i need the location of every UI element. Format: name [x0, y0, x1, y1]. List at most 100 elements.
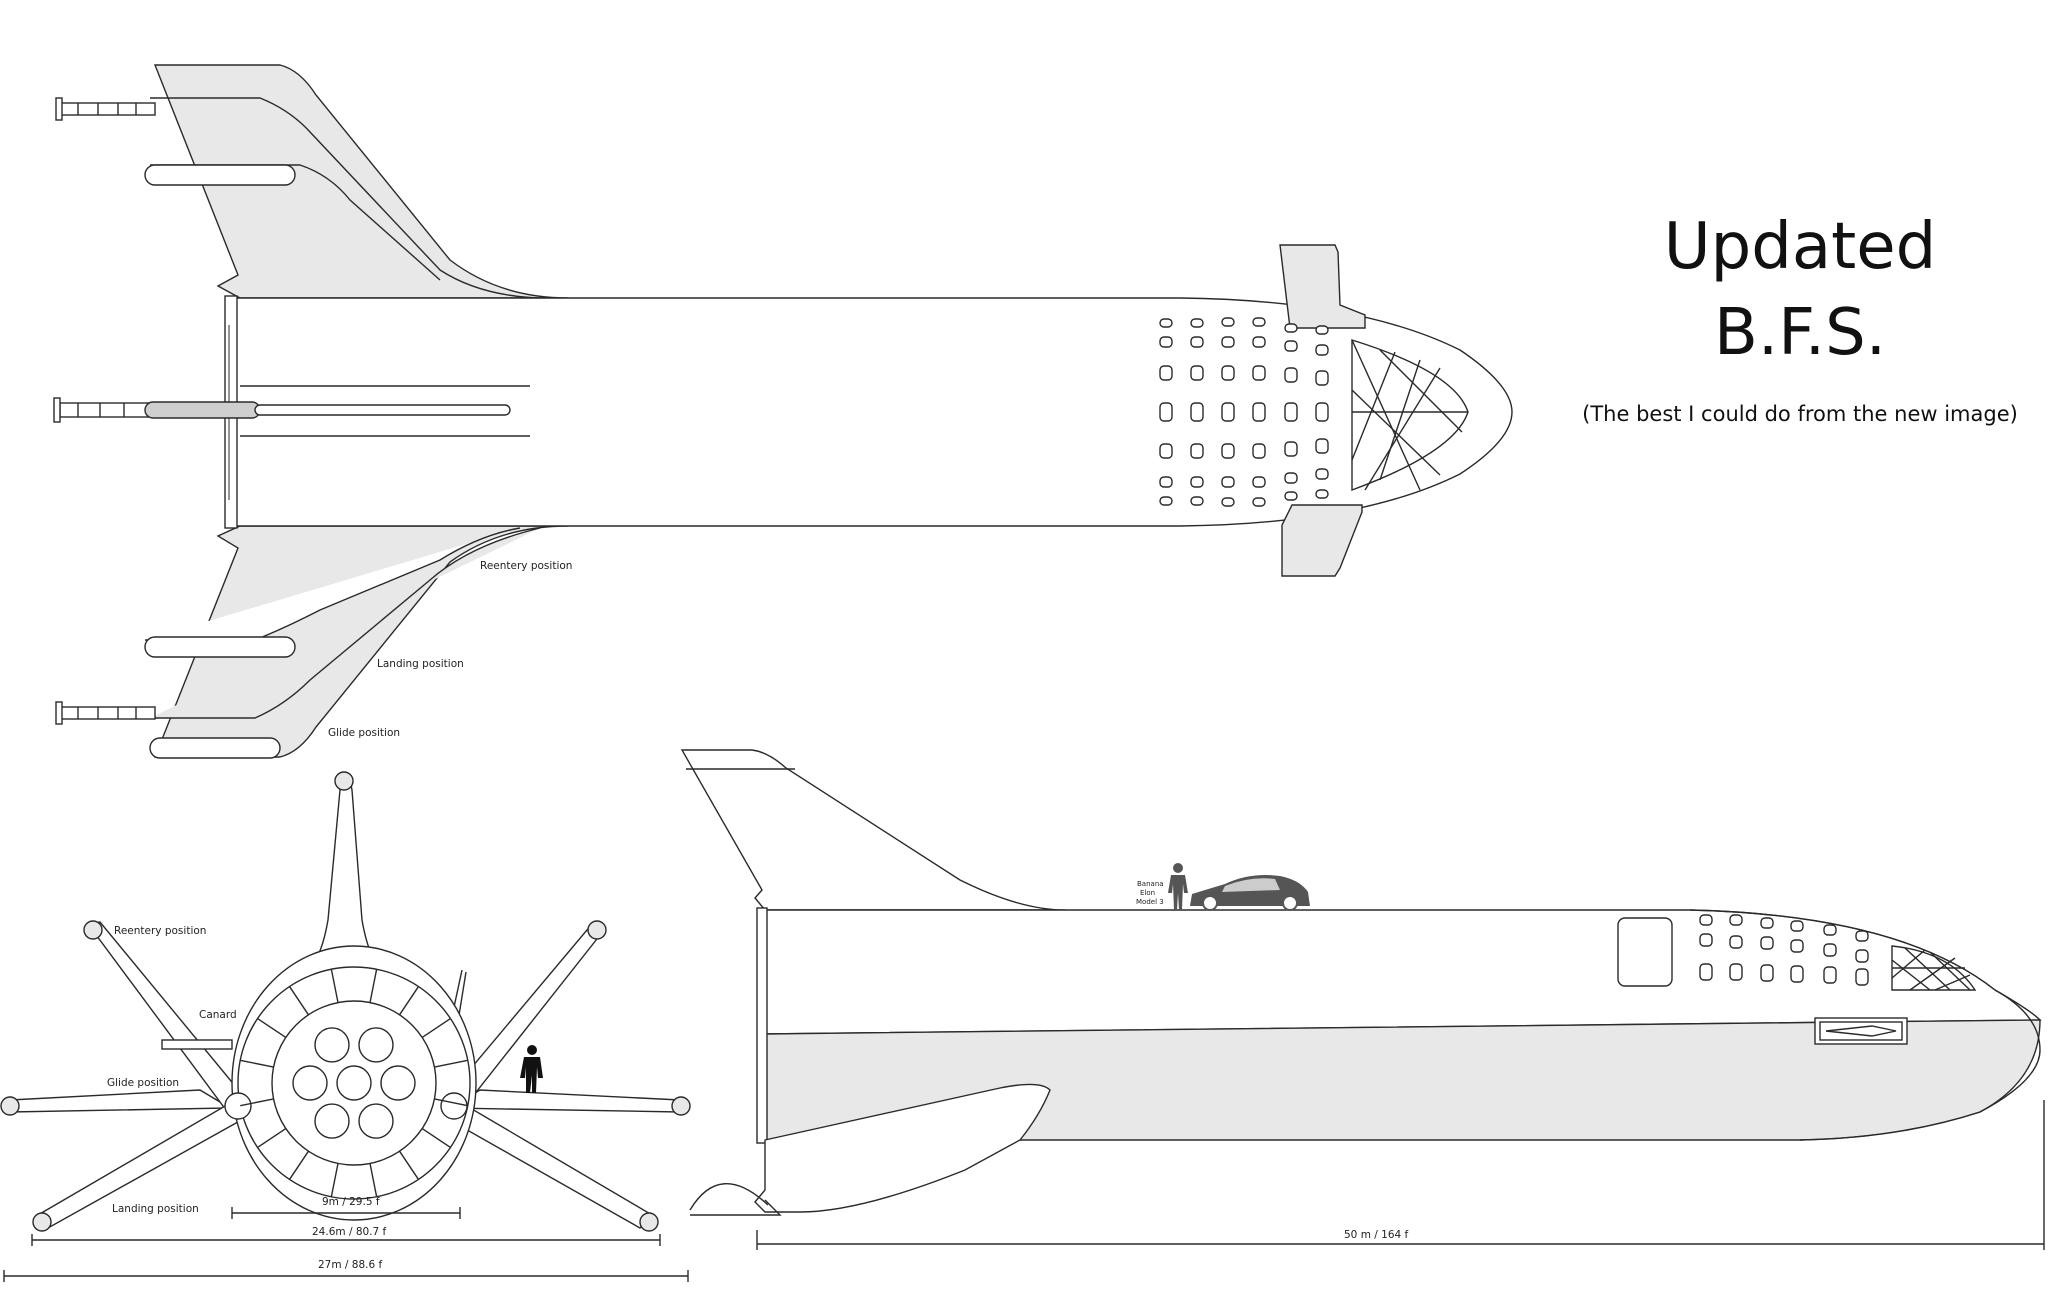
top-window: [1221, 443, 1235, 459]
side-dim-length: 50 m / 164 f: [1344, 1229, 1409, 1241]
top-window: [1284, 441, 1298, 457]
heatshield-segment-line: [257, 1017, 287, 1039]
front-top-fin: [308, 779, 382, 969]
side-window: [1855, 930, 1869, 942]
front-landing-tip-left: [32, 1212, 52, 1232]
front-canard: [161, 1039, 233, 1050]
top-window: [1252, 317, 1266, 327]
top-window: [1284, 402, 1298, 422]
top-window: [1159, 336, 1173, 348]
heatshield-segment-line: [288, 1150, 310, 1180]
top-window: [1190, 365, 1204, 381]
side-window: [1699, 963, 1713, 981]
side-window: [1823, 924, 1837, 936]
top-rod-lower: [55, 701, 156, 725]
side-window: [1760, 917, 1774, 929]
front-pivot-left: [224, 1092, 252, 1120]
top-window: [1315, 402, 1329, 422]
front-top-fin-tip: [334, 771, 354, 791]
engine-bell: [380, 1065, 416, 1101]
top-window: [1252, 336, 1266, 348]
side-fuselage-upper: [761, 909, 2042, 1035]
top-window: [1252, 443, 1266, 459]
heatshield-segment-line: [288, 986, 310, 1016]
top-label-landing: Landing position: [377, 658, 464, 670]
top-window: [1252, 497, 1266, 507]
side-window: [1790, 939, 1804, 953]
side-nose-lattice: [1891, 945, 1977, 991]
top-window: [1190, 402, 1204, 422]
front-glide-leg-right: [447, 1089, 681, 1113]
heatshield-segment-line: [330, 969, 339, 1003]
top-window: [1190, 336, 1204, 348]
front-reentry-tip-left: [83, 920, 103, 940]
front-dimensions: [3, 1207, 689, 1282]
top-nose-lattice: [1351, 339, 1469, 492]
top-window: [1315, 468, 1329, 480]
side-ventral-fin: [754, 1083, 1051, 1213]
front-label-glide: Glide position: [107, 1077, 179, 1089]
top-window: [1190, 476, 1204, 488]
top-window: [1315, 489, 1329, 499]
top-fin-lower-tip: [144, 636, 296, 658]
side-dorsal-fin: [680, 749, 1066, 911]
side-window: [1760, 964, 1774, 982]
side-windows: [1699, 914, 1869, 986]
front-landing-leg-right: [444, 1101, 654, 1229]
front-reentry-tip-right: [587, 920, 607, 940]
front-dim-body: 9m / 29.5 f: [322, 1196, 380, 1208]
top-window: [1252, 402, 1266, 422]
top-window: [1159, 402, 1173, 422]
top-window: [1221, 317, 1235, 327]
engine-bell: [358, 1027, 394, 1063]
top-window: [1159, 476, 1173, 488]
side-window: [1855, 968, 1869, 986]
top-window: [1221, 336, 1235, 348]
top-window: [1221, 476, 1235, 488]
front-label-reentry: Reentery position: [114, 925, 206, 937]
top-window: [1284, 491, 1298, 501]
top-window: [1252, 365, 1266, 381]
side-window: [1855, 949, 1869, 963]
side-view: [680, 749, 2042, 1216]
top-fin-lower-tip-2: [149, 737, 281, 759]
heatshield-segment-line: [398, 986, 420, 1016]
side-window: [1823, 943, 1837, 957]
top-rod-upper: [55, 97, 156, 121]
scale-label-model3: Model 3: [1136, 898, 1164, 906]
side-dimension: [756, 1100, 2045, 1250]
top-window: [1284, 323, 1298, 333]
side-window: [1790, 920, 1804, 932]
front-heatshield-segments: [240, 969, 468, 1197]
top-fin-upper-tip: [144, 164, 296, 186]
top-label-glide: Glide position: [328, 727, 400, 739]
side-window: [1790, 965, 1804, 983]
top-label-reentry: Reentery position: [480, 560, 572, 572]
top-window: [1159, 365, 1173, 381]
top-window: [1159, 318, 1173, 328]
side-window: [1729, 935, 1743, 949]
heatshield-segment-line: [240, 1098, 274, 1107]
top-view: [53, 64, 1513, 759]
title-line-1: Updated: [1663, 210, 1937, 284]
front-dim-fullspan: 27m / 88.6 f: [318, 1259, 383, 1271]
top-window: [1315, 438, 1329, 454]
front-view: [0, 771, 691, 1232]
top-canard-upper: [1279, 244, 1366, 329]
side-window: [1699, 933, 1713, 947]
top-window: [1159, 443, 1173, 459]
top-window: [1221, 365, 1235, 381]
heatshield-segment-line: [330, 1163, 339, 1197]
top-window: [1190, 318, 1204, 328]
scale-label-elon: Elon: [1140, 889, 1155, 897]
top-window: [1315, 370, 1329, 386]
front-human-silhouette: [520, 1045, 543, 1093]
engine-bell: [292, 1065, 328, 1101]
front-glide-tip-right: [671, 1096, 691, 1116]
front-glide-tip-left: [0, 1096, 20, 1116]
side-window: [1729, 963, 1743, 981]
top-window: [1190, 443, 1204, 459]
engine-bell: [336, 1065, 372, 1101]
heatshield-segment-line: [369, 969, 378, 1003]
